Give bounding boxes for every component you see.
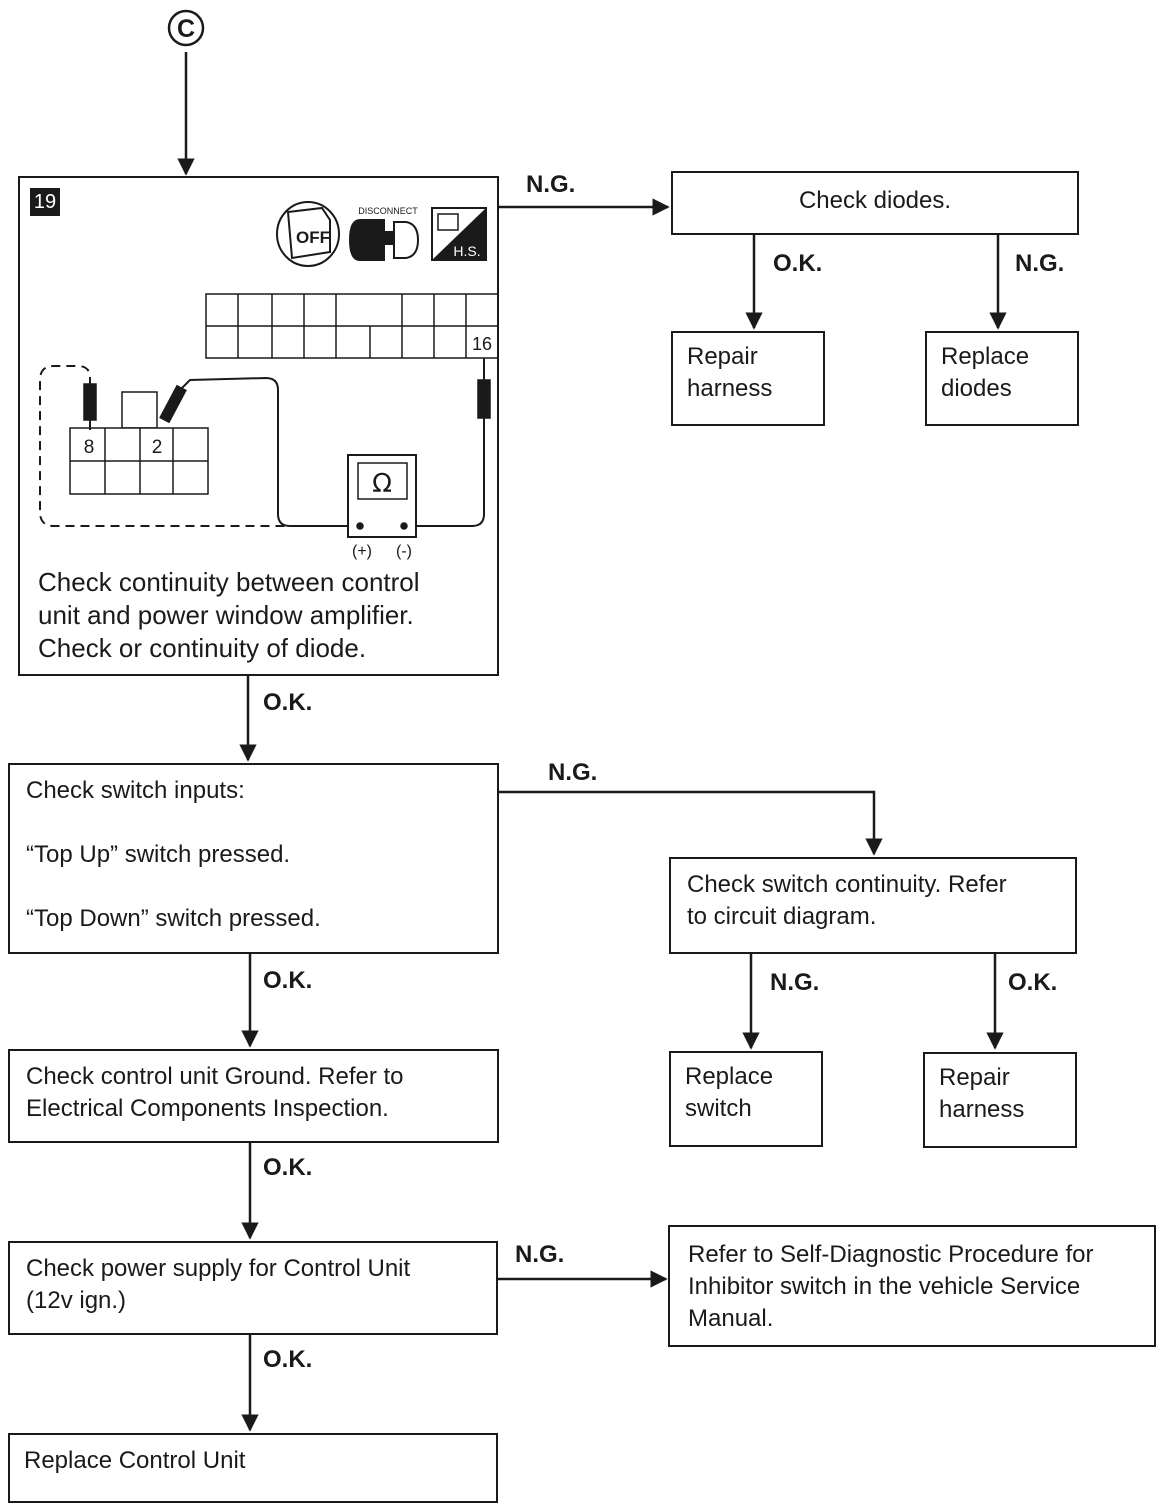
ok-label-step19: O.K.: [263, 689, 313, 716]
switch-inputs-line: “Top Up” switch pressed.: [26, 841, 291, 868]
ground-box: Check control unit Ground. Refer to Elec…: [8, 1049, 499, 1143]
terminal-2-label: 2: [152, 437, 163, 458]
ng-label-power: N.G.: [515, 1241, 565, 1268]
replace-switch-line: Replace: [685, 1063, 774, 1090]
step-text-line: Check continuity between control: [38, 567, 420, 597]
probe-2: [159, 384, 187, 424]
replace-diodes-line: Replace: [941, 343, 1030, 370]
dashed-lead: [39, 365, 286, 527]
power-supply-line: Check power supply for Control Unit: [26, 1255, 411, 1282]
repair-harness-box-1: Repair harness: [671, 331, 825, 426]
repair-harness-line: Repair: [939, 1064, 1010, 1091]
switch-inputs-line: “Top Down” switch pressed.: [26, 905, 321, 932]
power-supply-line: (12v ign.): [26, 1287, 127, 1314]
step-text-line: Check or continuity of diode.: [38, 633, 367, 663]
switch-continuity-box: Check switch continuity. Refer to circui…: [669, 857, 1077, 954]
repair-harness-line: Repair: [687, 343, 758, 370]
lead-positive: [179, 376, 360, 527]
negative-terminal-label: (-): [396, 543, 412, 560]
repair-harness-line: harness: [939, 1096, 1025, 1123]
self-diagnostic-line: Manual.: [688, 1305, 774, 1332]
ok-label-ground: O.K.: [263, 1154, 313, 1181]
ng-label-continuity: N.G.: [770, 969, 820, 996]
ok-label-inputs: O.K.: [263, 967, 313, 994]
step-number: 19: [30, 188, 60, 216]
probe-16: [477, 379, 491, 419]
lead-negative: [404, 358, 485, 527]
power-supply-box: Check power supply for Control Unit (12v…: [8, 1241, 498, 1335]
ground-line: Check control unit Ground. Refer to: [26, 1063, 404, 1090]
check-diodes-box: Check diodes.: [671, 171, 1079, 235]
ok-label-power: O.K.: [263, 1346, 313, 1373]
replace-control-unit-box: Replace Control Unit: [8, 1433, 498, 1503]
self-diagnostic-box: Refer to Self-Diagnostic Procedure for I…: [668, 1225, 1156, 1347]
check-diodes-text: Check diodes.: [798, 187, 952, 214]
terminal-16-label: 16: [472, 334, 492, 354]
terminal-8-label: 8: [84, 437, 95, 458]
ng-label-diodes: N.G.: [1015, 250, 1065, 277]
ohm-symbol: Ω: [372, 469, 392, 499]
replace-control-unit-text: Replace Control Unit: [24, 1447, 246, 1474]
entry-marker-circle: [167, 9, 205, 47]
replace-switch-box: Replace switch: [669, 1051, 823, 1147]
entry-marker-label: C: [177, 15, 195, 43]
ok-label-diodes: O.K.: [773, 250, 823, 277]
ohmmeter-display: [357, 462, 408, 500]
connector-diagram: [39, 293, 499, 538]
ng-label-inputs: N.G.: [548, 759, 598, 786]
ng-label-step19: N.G.: [526, 171, 576, 198]
connector-lock-tab: [121, 391, 158, 429]
positive-terminal-label: (+): [352, 543, 372, 560]
self-diagnostic-line: Inhibitor switch in the vehicle Service: [688, 1273, 1081, 1300]
disconnect-icon: [348, 219, 420, 261]
repair-harness-box-2: Repair harness: [923, 1052, 1077, 1148]
arrow-inputs-to-continuity: [499, 790, 883, 856]
harness-label: H.S.: [453, 243, 480, 259]
ignition-off-icon: [276, 201, 340, 267]
ok-label-continuity: O.K.: [1008, 969, 1058, 996]
ignition-off-label: OFF: [296, 228, 330, 247]
replace-switch-line: switch: [685, 1095, 752, 1122]
disconnect-label: DISCONNECT: [358, 206, 418, 216]
switch-inputs-heading: Check switch inputs:: [26, 777, 245, 804]
repair-harness-line: harness: [687, 375, 773, 402]
step-text-line: unit and power window amplifier.: [38, 600, 414, 630]
harness-icon: [431, 207, 487, 261]
ground-line: Electrical Components Inspection.: [26, 1095, 389, 1122]
replace-diodes-box: Replace diodes: [925, 331, 1079, 426]
replace-diodes-line: diodes: [941, 375, 1012, 402]
step-19-box: 19 Check continuity between control unit…: [18, 176, 499, 676]
switch-continuity-line: to circuit diagram.: [687, 903, 877, 930]
switch-continuity-line: Check switch continuity. Refer: [687, 871, 1007, 898]
self-diagnostic-line: Refer to Self-Diagnostic Procedure for: [688, 1241, 1094, 1268]
switch-inputs-box: Check switch inputs: “Top Up” switch pre…: [8, 763, 499, 954]
